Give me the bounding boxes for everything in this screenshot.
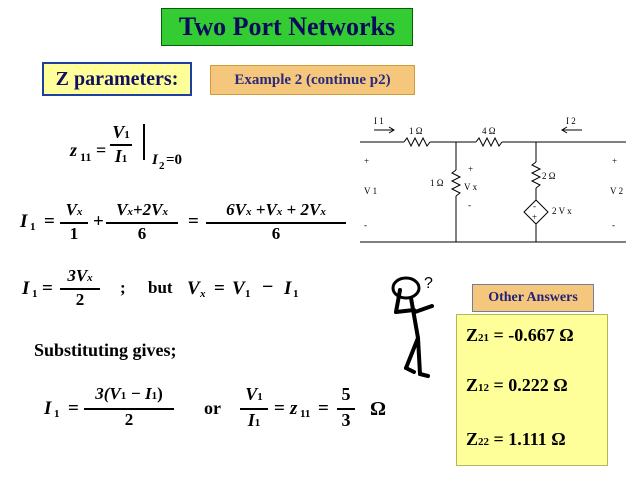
z11-definition: z 11 = V1 I1 I 2 =0	[70, 122, 183, 172]
label-source: 2 V x	[552, 206, 572, 216]
equation-1: I 1 = Vx 1 + Vx+2Vx 6 = 6Vx +Vx + 2Vx 6	[20, 196, 350, 250]
equation-3: I 1 = 3(V1 − I1) 2 or V1 I1 = z 11 = 5 3…	[44, 384, 387, 430]
substituting-text: Substituting gives;	[34, 340, 177, 360]
example-label: Example 2 (continue p2)	[210, 65, 415, 95]
equation-2: I 1 = 3Vx 2 ; but V x = V 1 − I 1	[22, 262, 332, 316]
label-v2: V 2	[610, 186, 623, 196]
def-lhs: z	[70, 140, 78, 160]
evaluation-bar	[143, 124, 145, 160]
v2-minus: -	[612, 220, 615, 230]
label-i1: I 1	[374, 116, 384, 126]
vx-minus: -	[468, 200, 471, 210]
v1-plus: +	[364, 156, 369, 166]
thinking-figure-icon: ?	[391, 275, 434, 378]
label-i2: I 2	[566, 116, 576, 126]
question-mark: ?	[424, 275, 433, 292]
page-title: Two Port Networks	[161, 8, 413, 46]
answers-panel: Z21 = -0.667 Ω Z12 = 0.222 Ω Z22 = 1.111…	[456, 314, 608, 466]
answer-z21: Z21 = -0.667 Ω	[466, 325, 574, 345]
source-plus: +	[532, 212, 537, 222]
label-vx: V x	[464, 182, 478, 192]
label-r3: 1 Ω	[430, 178, 444, 188]
def-fraction: V1 I1	[110, 122, 132, 168]
label-r2: 4 Ω	[482, 126, 496, 136]
label-r4: 2 Ω	[542, 171, 556, 181]
label-v1: V 1	[364, 186, 377, 196]
label-r1: 1 Ω	[409, 126, 423, 136]
def-lhs-sub: 11	[80, 150, 92, 164]
other-answers-button[interactable]: Other Answers	[472, 284, 594, 312]
answer-z12: Z12 = 0.222 Ω	[466, 375, 568, 395]
answer-z22: Z22 = 1.111 Ω	[466, 429, 566, 449]
v2-plus: +	[612, 156, 617, 166]
two-port-circuit: I 1 I 2 1 Ω 4 Ω 1 Ω 2 Ω + V x - - + 2 V …	[360, 116, 626, 243]
v1-minus: -	[364, 220, 367, 230]
vx-plus: +	[468, 164, 473, 174]
section-label: Z parameters:	[42, 62, 192, 96]
source-minus: -	[533, 201, 536, 211]
